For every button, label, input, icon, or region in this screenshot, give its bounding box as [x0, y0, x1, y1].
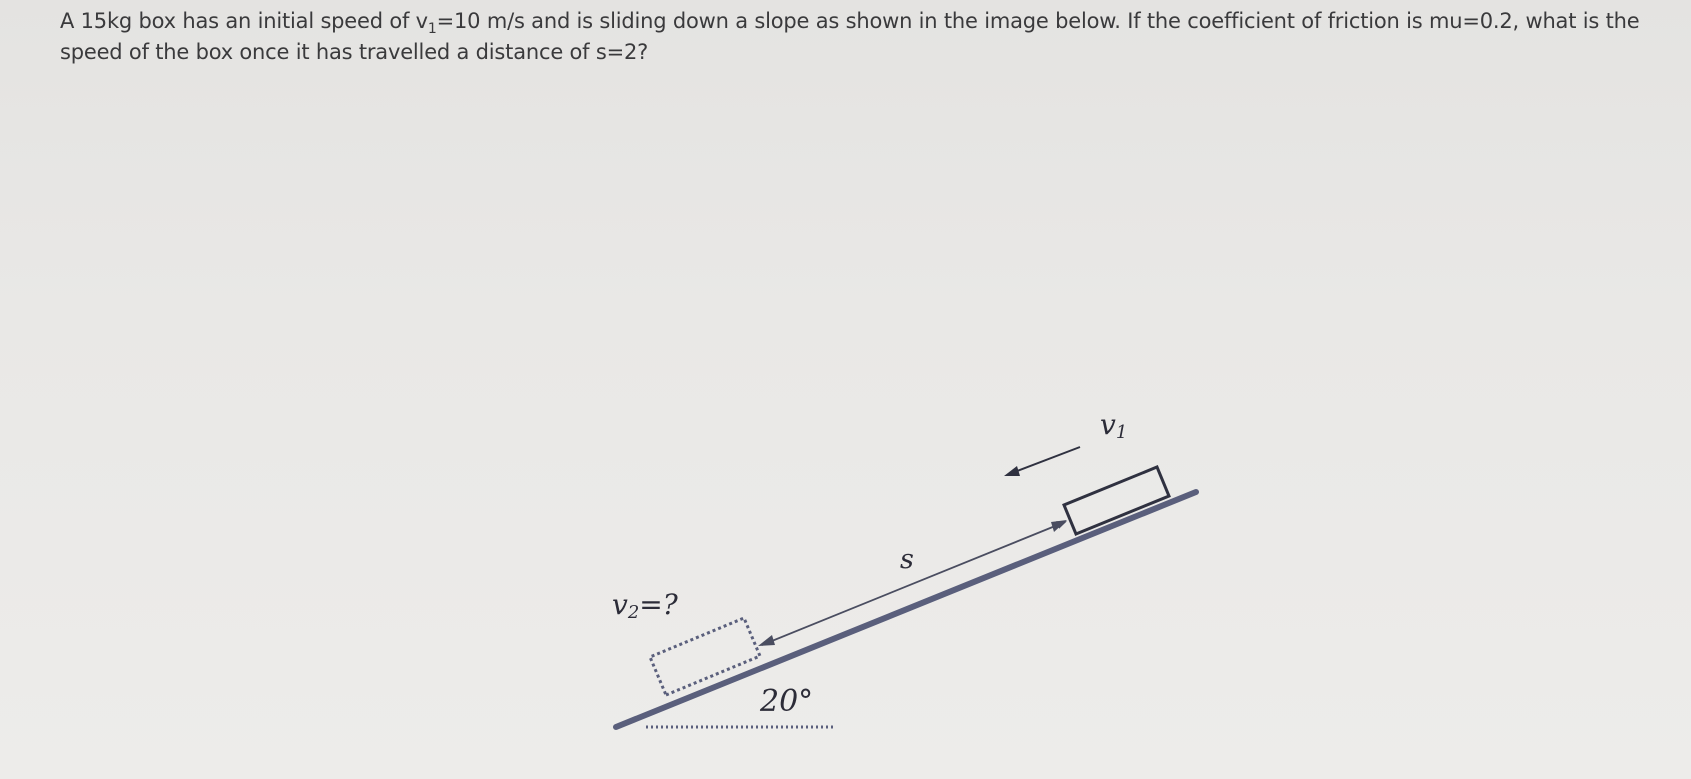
question-sub1: 1	[427, 21, 437, 38]
angle-label: 20°	[759, 684, 813, 719]
v2-label: v2=?	[612, 588, 679, 623]
velocity-v1-arrow	[1011, 446, 1081, 474]
v1-label: v1	[1100, 408, 1127, 443]
distance-s-arrowhead-lower	[758, 635, 775, 646]
question-part1: A 15kg box has an initial speed of v	[60, 9, 428, 33]
velocity-v1-arrowhead	[1004, 466, 1020, 476]
box-final	[648, 616, 762, 697]
distance-s-arrowhead-upper	[1051, 520, 1067, 532]
distance-s-arrow	[761, 521, 1067, 646]
question-text: A 15kg box has an initial speed of v1=10…	[60, 6, 1660, 68]
question-part2: =10 m/s and is sliding down a slope as s…	[60, 9, 1640, 64]
s-label: s	[900, 544, 914, 575]
slope-surface	[613, 489, 1199, 730]
box-initial	[1062, 465, 1171, 536]
